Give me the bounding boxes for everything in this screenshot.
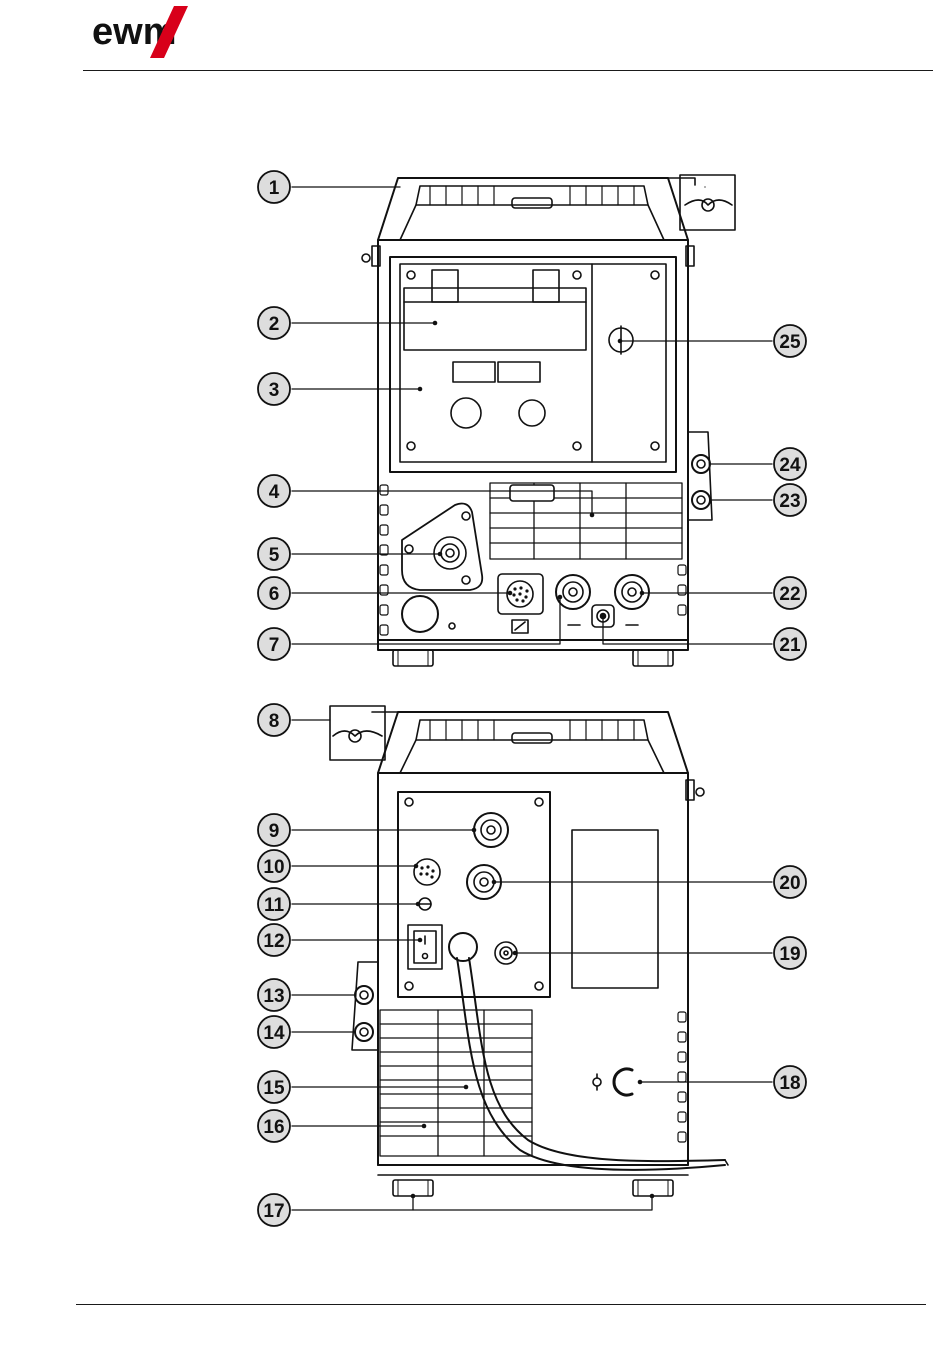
callout-16: 16 <box>258 1110 290 1142</box>
callout-8: 8 <box>258 704 290 736</box>
callout-4: 4 <box>258 475 290 507</box>
callout-25: 25 <box>774 325 806 357</box>
svg-text:24: 24 <box>779 455 801 476</box>
callout-1: 1 <box>258 171 290 203</box>
svg-text:7: 7 <box>269 635 280 656</box>
svg-text:18: 18 <box>779 1073 800 1094</box>
footer-rule <box>76 1304 926 1305</box>
svg-text:3: 3 <box>269 380 280 401</box>
rear-view <box>330 706 728 1196</box>
callout-11: 11 <box>258 888 290 920</box>
svg-text:12: 12 <box>263 931 284 952</box>
callout-14: 14 <box>258 1016 290 1048</box>
callout-3: 3 <box>258 373 290 405</box>
callout-18: 18 <box>774 1066 806 1098</box>
callout-7: 7 <box>258 628 290 660</box>
svg-text:8: 8 <box>269 711 280 732</box>
callout-23: 23 <box>774 484 806 516</box>
callout-12: 12 <box>258 924 290 956</box>
svg-text:9: 9 <box>269 821 280 842</box>
callout-9: 9 <box>258 814 290 846</box>
callout-17: 17 <box>258 1194 290 1226</box>
callout-19: 19 <box>774 937 806 969</box>
callout-10: 10 <box>258 850 290 882</box>
svg-text:20: 20 <box>779 873 800 894</box>
callout-24: 24 <box>774 448 806 480</box>
svg-text:13: 13 <box>263 986 284 1007</box>
callout-20: 20 <box>774 866 806 898</box>
callout-22: 22 <box>774 577 806 609</box>
svg-text:17: 17 <box>263 1201 284 1222</box>
svg-text:23: 23 <box>779 491 800 512</box>
svg-text:4: 4 <box>269 482 280 503</box>
svg-text:6: 6 <box>269 584 280 605</box>
svg-text:15: 15 <box>263 1078 285 1099</box>
svg-text:10: 10 <box>263 857 284 878</box>
callout-5: 5 <box>258 538 290 570</box>
svg-text:11: 11 <box>264 895 285 916</box>
svg-text:2: 2 <box>269 314 280 335</box>
svg-text:22: 22 <box>779 584 800 605</box>
callout-2: 2 <box>258 307 290 339</box>
callout-15: 15 <box>258 1071 290 1103</box>
svg-text:16: 16 <box>263 1117 284 1138</box>
callout-6: 6 <box>258 577 290 609</box>
svg-text:14: 14 <box>263 1023 285 1044</box>
svg-text:19: 19 <box>779 944 800 965</box>
svg-text:25: 25 <box>779 332 801 353</box>
svg-text:5: 5 <box>269 545 280 566</box>
svg-text:1: 1 <box>269 178 280 199</box>
callout-21: 21 <box>774 628 806 660</box>
callout-13: 13 <box>258 979 290 1011</box>
svg-text:21: 21 <box>779 635 801 656</box>
